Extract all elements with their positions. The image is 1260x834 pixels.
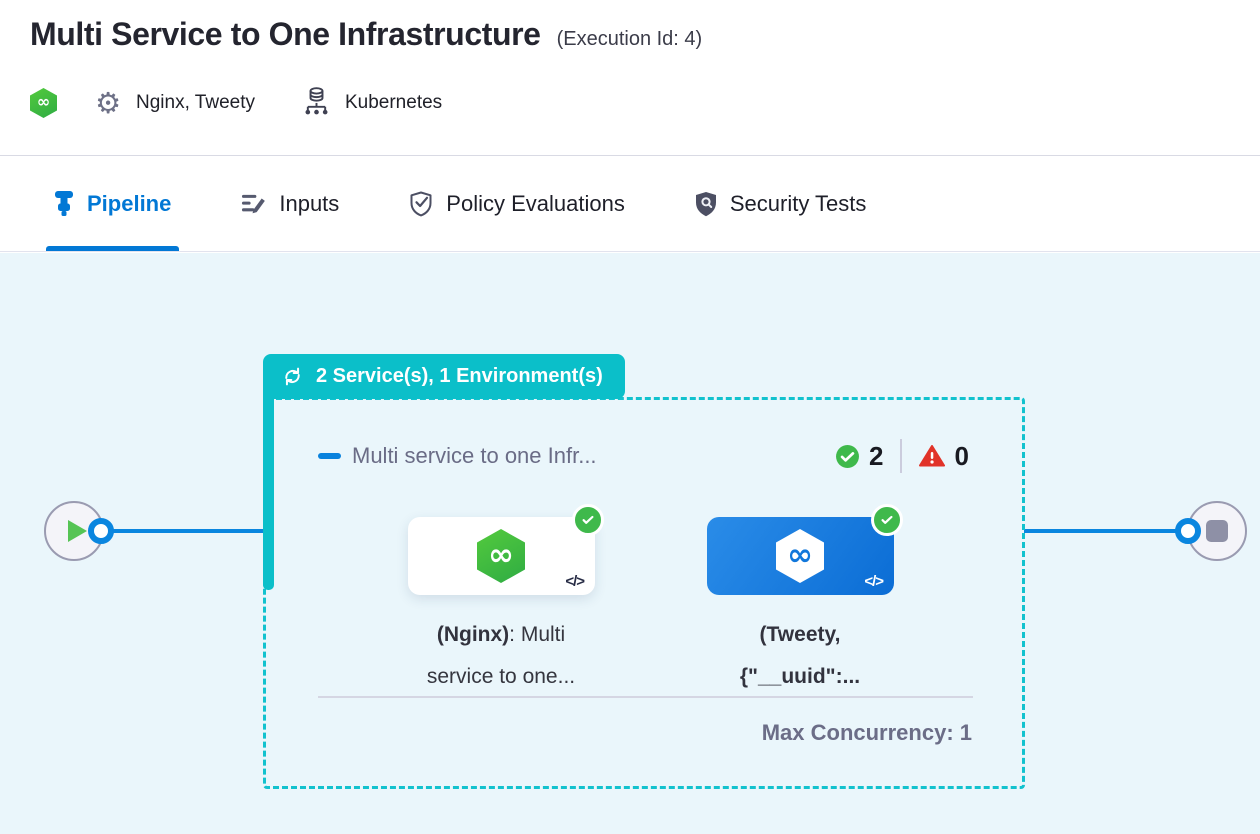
play-icon [68,520,87,542]
pipeline-icon [55,191,73,216]
harness-service-icon: ∞ [477,529,525,583]
collapse-stage-button[interactable] [318,453,341,459]
success-status-badge [572,504,604,536]
execution-id-label: (Execution Id: 4) [556,28,703,50]
edge-start-to-stage [100,529,265,533]
service-node-nginx[interactable]: ∞ </> [408,504,604,595]
edge-stage-to-end [1024,529,1181,533]
pipeline-start-node[interactable] [44,501,104,561]
stage-footer-divider [318,696,973,698]
infinity-icon: ∞ [36,92,51,111]
infinity-icon: ∞ [488,536,514,573]
infrastructure-label: Kubernetes [344,92,443,113]
stage-group-boundary [263,397,1025,789]
title-row: Multi Service to One Infrastructure (Exe… [30,16,702,53]
success-count: 2 [869,440,884,471]
tab-pipeline[interactable]: Pipeline [46,156,180,251]
success-status-badge [871,504,903,536]
harness-cd-icon: ∞ [30,88,57,118]
tab-pipeline-label: Pipeline [87,190,172,216]
gear-icon: ⚙ [95,85,121,120]
success-check-icon [836,444,859,468]
stage-group-accent-bar [263,396,274,590]
stage-name[interactable]: Multi service to one Infr... [352,443,597,468]
tab-inputs[interactable]: Inputs [233,156,347,251]
page-header: Multi Service to One Infrastructure (Exe… [0,0,1260,155]
inputs-icon [242,194,266,214]
services-environments-badge[interactable]: 2 Service(s), 1 Environment(s) [263,354,625,399]
policy-shield-check-icon [410,191,432,216]
loop-icon [285,367,300,386]
max-concurrency-label: Max Concurrency: 1 [761,720,972,745]
service-node-tweety[interactable]: ∞ </> [707,504,903,595]
harness-service-icon: ∞ [776,529,824,583]
end-node-port [1175,518,1201,544]
service-name-bold: (Tweety, {"__uuid":... [739,623,861,688]
infinity-icon: ∞ [787,536,813,573]
error-count: 0 [954,440,969,471]
tab-security-tests[interactable]: Security Tests [687,156,875,251]
tab-security-tests-label: Security Tests [729,190,867,216]
start-node-port [88,518,114,544]
security-shield-icon [695,191,716,216]
service-name-rest: : Multi service to one... [426,623,576,688]
page-title: Multi Service to One Infrastructure [30,16,541,52]
infrastructure-icon [303,86,330,121]
services-label: Nginx, Tweety [136,92,255,113]
tab-bar: Pipeline Inputs Policy Evaluations [0,155,1260,252]
stats-divider [900,439,903,473]
code-icon: </> [565,573,585,590]
service-node-tweety-label: (Tweety, {"__uuid":... [702,614,898,698]
stop-icon [1206,520,1228,542]
code-icon: </> [864,573,884,590]
pipeline-canvas [0,253,1260,834]
tab-policy-evaluations-label: Policy Evaluations [446,190,625,216]
stage-status-counts: 2 0 [835,439,969,473]
error-warning-icon [919,445,946,467]
service-name-bold: (Nginx) [436,623,510,646]
tab-policy-evaluations[interactable]: Policy Evaluations [401,156,633,251]
service-node-nginx-label: (Nginx): Multi service to one... [403,614,599,698]
services-environments-label: 2 Service(s), 1 Environment(s) [316,365,603,387]
execution-meta-row: ∞ ⚙ Nginx, Tweety Kubernetes [30,86,442,120]
tab-inputs-label: Inputs [279,190,340,216]
